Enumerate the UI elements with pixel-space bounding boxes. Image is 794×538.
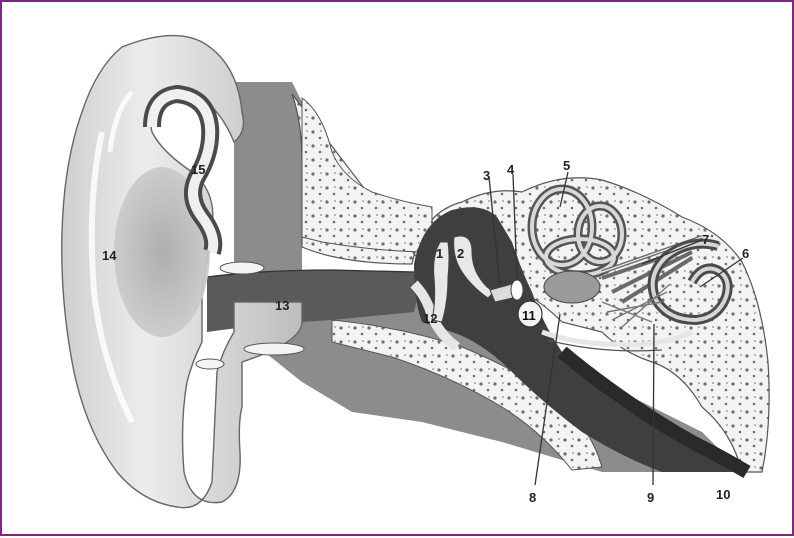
label-15: 15 <box>191 162 205 177</box>
label-4: 4 <box>507 162 515 177</box>
label-13: 13 <box>275 298 289 313</box>
label-7: 7 <box>702 232 709 247</box>
label-8: 8 <box>529 490 536 505</box>
temporal-bone-upper <box>302 98 432 252</box>
label-6: 6 <box>742 246 749 261</box>
label-11: 11 <box>522 308 536 323</box>
vestibule <box>544 271 600 303</box>
label-1: 1 <box>436 246 443 261</box>
label-5: 5 <box>563 158 570 173</box>
label-3: 3 <box>483 168 490 183</box>
label-9: 9 <box>647 490 654 505</box>
oval-window-4 <box>511 280 523 300</box>
label-10: 10 <box>716 487 730 502</box>
label-2: 2 <box>457 246 464 261</box>
label-14: 14 <box>102 248 117 263</box>
label-12: 12 <box>423 311 437 326</box>
